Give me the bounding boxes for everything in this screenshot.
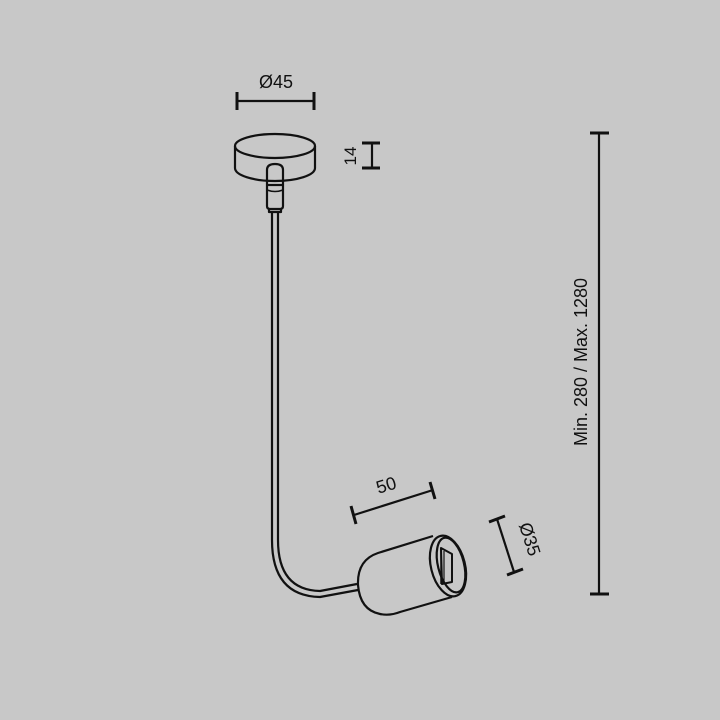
suspension-cable — [270, 212, 359, 599]
cable-length-dimension — [590, 131, 609, 596]
lamp-head — [356, 534, 468, 616]
canopy-diameter-dimension — [235, 92, 316, 110]
canopy-height-label: 14 — [341, 147, 360, 166]
canopy-diameter-label: Ø45 — [259, 72, 293, 92]
cable-length-label: Min. 280 / Max. 1280 — [571, 278, 591, 446]
cable-connector — [265, 162, 285, 214]
head-length-label: 50 — [374, 473, 399, 498]
head-diameter-label: Ø35 — [515, 520, 545, 559]
head-length-dimension — [349, 481, 437, 525]
head-diameter-dimension — [488, 514, 524, 577]
ceiling-canopy — [233, 132, 317, 183]
canopy-height-dimension — [362, 141, 380, 170]
